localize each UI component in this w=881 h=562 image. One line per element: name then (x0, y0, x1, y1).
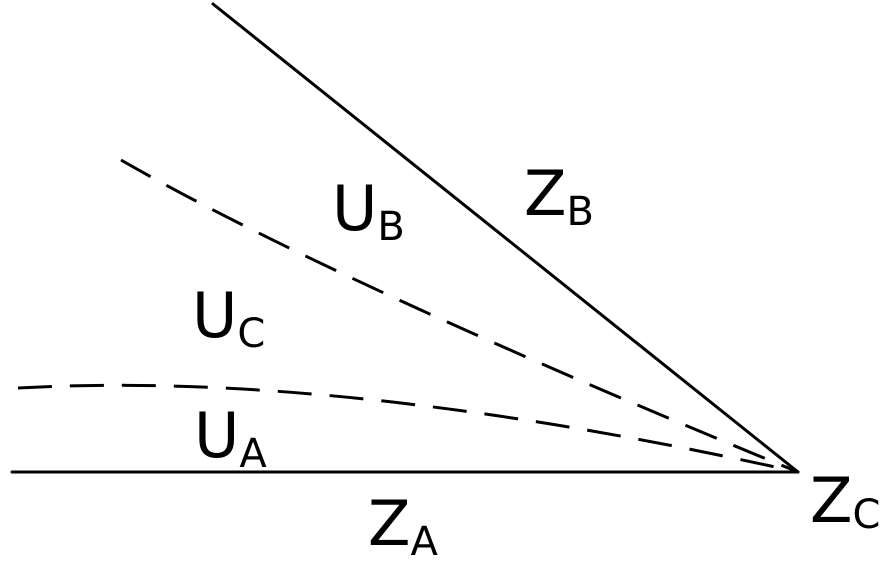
label-uc: UC (192, 279, 265, 357)
label-zc-sub: C (852, 492, 880, 538)
label-za-sub: A (410, 519, 438, 562)
label-zb: ZB (524, 157, 594, 235)
label-ub-main: U (332, 172, 377, 245)
label-za-main: Z (368, 487, 410, 560)
dashed-curve-uc (120, 158, 799, 474)
label-zb-main: Z (524, 157, 566, 230)
label-ua-sub: A (239, 431, 267, 477)
label-zc: ZC (810, 464, 880, 538)
label-ua: UA (194, 399, 267, 477)
label-zb-sub: B (566, 189, 593, 235)
boundary-line-zb (211, 2, 800, 474)
label-za: ZA (368, 487, 438, 562)
label-ub: UB (332, 172, 405, 250)
label-ub-sub: B (377, 204, 404, 250)
label-ua-main: U (194, 399, 239, 472)
label-uc-sub: C (237, 311, 265, 357)
dashed-curve-ua (17, 383, 799, 474)
label-uc-main: U (192, 279, 237, 352)
label-zc-main: Z (810, 464, 852, 537)
